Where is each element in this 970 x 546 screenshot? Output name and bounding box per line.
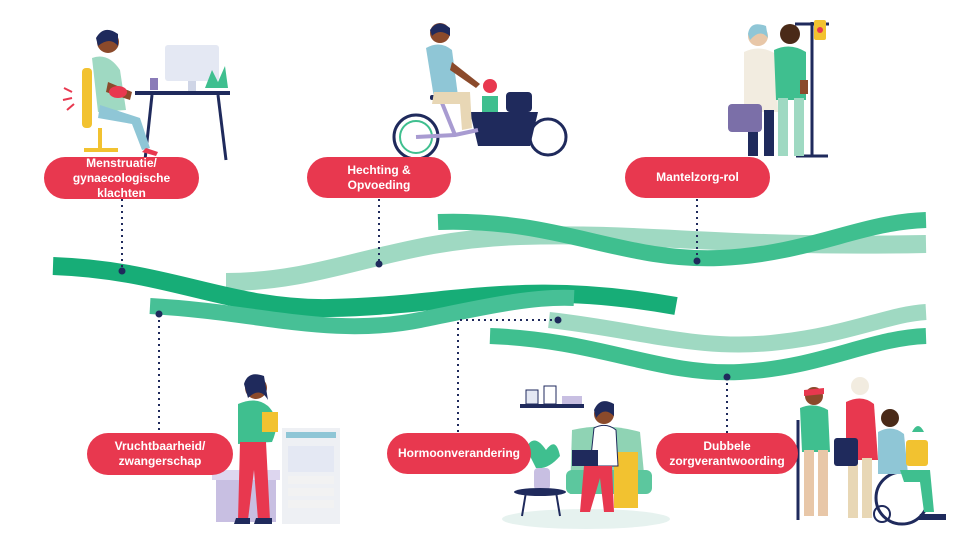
- wave-ribbon-bottom-light: [548, 304, 927, 353]
- connectors: [121, 199, 728, 434]
- label-mantelzorg-text: Mantelzorg-rol: [656, 170, 739, 184]
- label-dubbele: Dubbele zorgverantwoording: [656, 433, 798, 474]
- label-menstruatie-line1: Menstruatie/: [86, 155, 157, 170]
- label-hormoon-text: Hormoonverandering: [397, 446, 520, 460]
- label-dubbele-line2: zorgverantwoording: [669, 453, 785, 468]
- label-dubbele-line1: Dubbele: [703, 438, 751, 453]
- pregnant-woman-at-copier-icon: [212, 374, 340, 524]
- label-hormoon: Hormoonverandering: [387, 433, 531, 474]
- wave-ribbon-main: [52, 257, 678, 318]
- label-menstruatie-line2: gynaecologische klachten: [72, 170, 171, 200]
- label-vruchtbaarheid-line2: zwangerschap: [118, 454, 202, 468]
- woman-on-cargo-bike-with-child-icon: [392, 23, 568, 161]
- label-hechting-text: Hechting & Opvoeding: [347, 162, 411, 192]
- family-with-wheelchair-icon: [796, 377, 946, 526]
- woman-on-couch-with-laptop-icon: [502, 385, 670, 529]
- label-vruchtbaarheid: Vruchtbaarheid/ zwangerschap: [87, 433, 233, 475]
- label-mantelzorg: Mantelzorg-rol: [625, 157, 770, 198]
- woman-at-desk-with-cramps-icon: [62, 29, 230, 161]
- wave-ribbon-lower: [149, 289, 575, 335]
- caregiver-with-elderly-patient-icon: [728, 20, 829, 158]
- label-hechting: Hechting & Opvoeding: [307, 157, 451, 198]
- connector-dots: [118, 257, 731, 381]
- connector-hormoon: [457, 319, 558, 432]
- wave-ribbon-top-right: [437, 212, 927, 267]
- wave-ribbons: [52, 212, 927, 381]
- label-vruchtbaarheid-line1: Vruchtbaarheid/: [114, 439, 206, 453]
- label-menstruatie: Menstruatie/ gynaecologische klachten: [44, 155, 199, 200]
- wave-ribbon-bottom: [489, 328, 927, 381]
